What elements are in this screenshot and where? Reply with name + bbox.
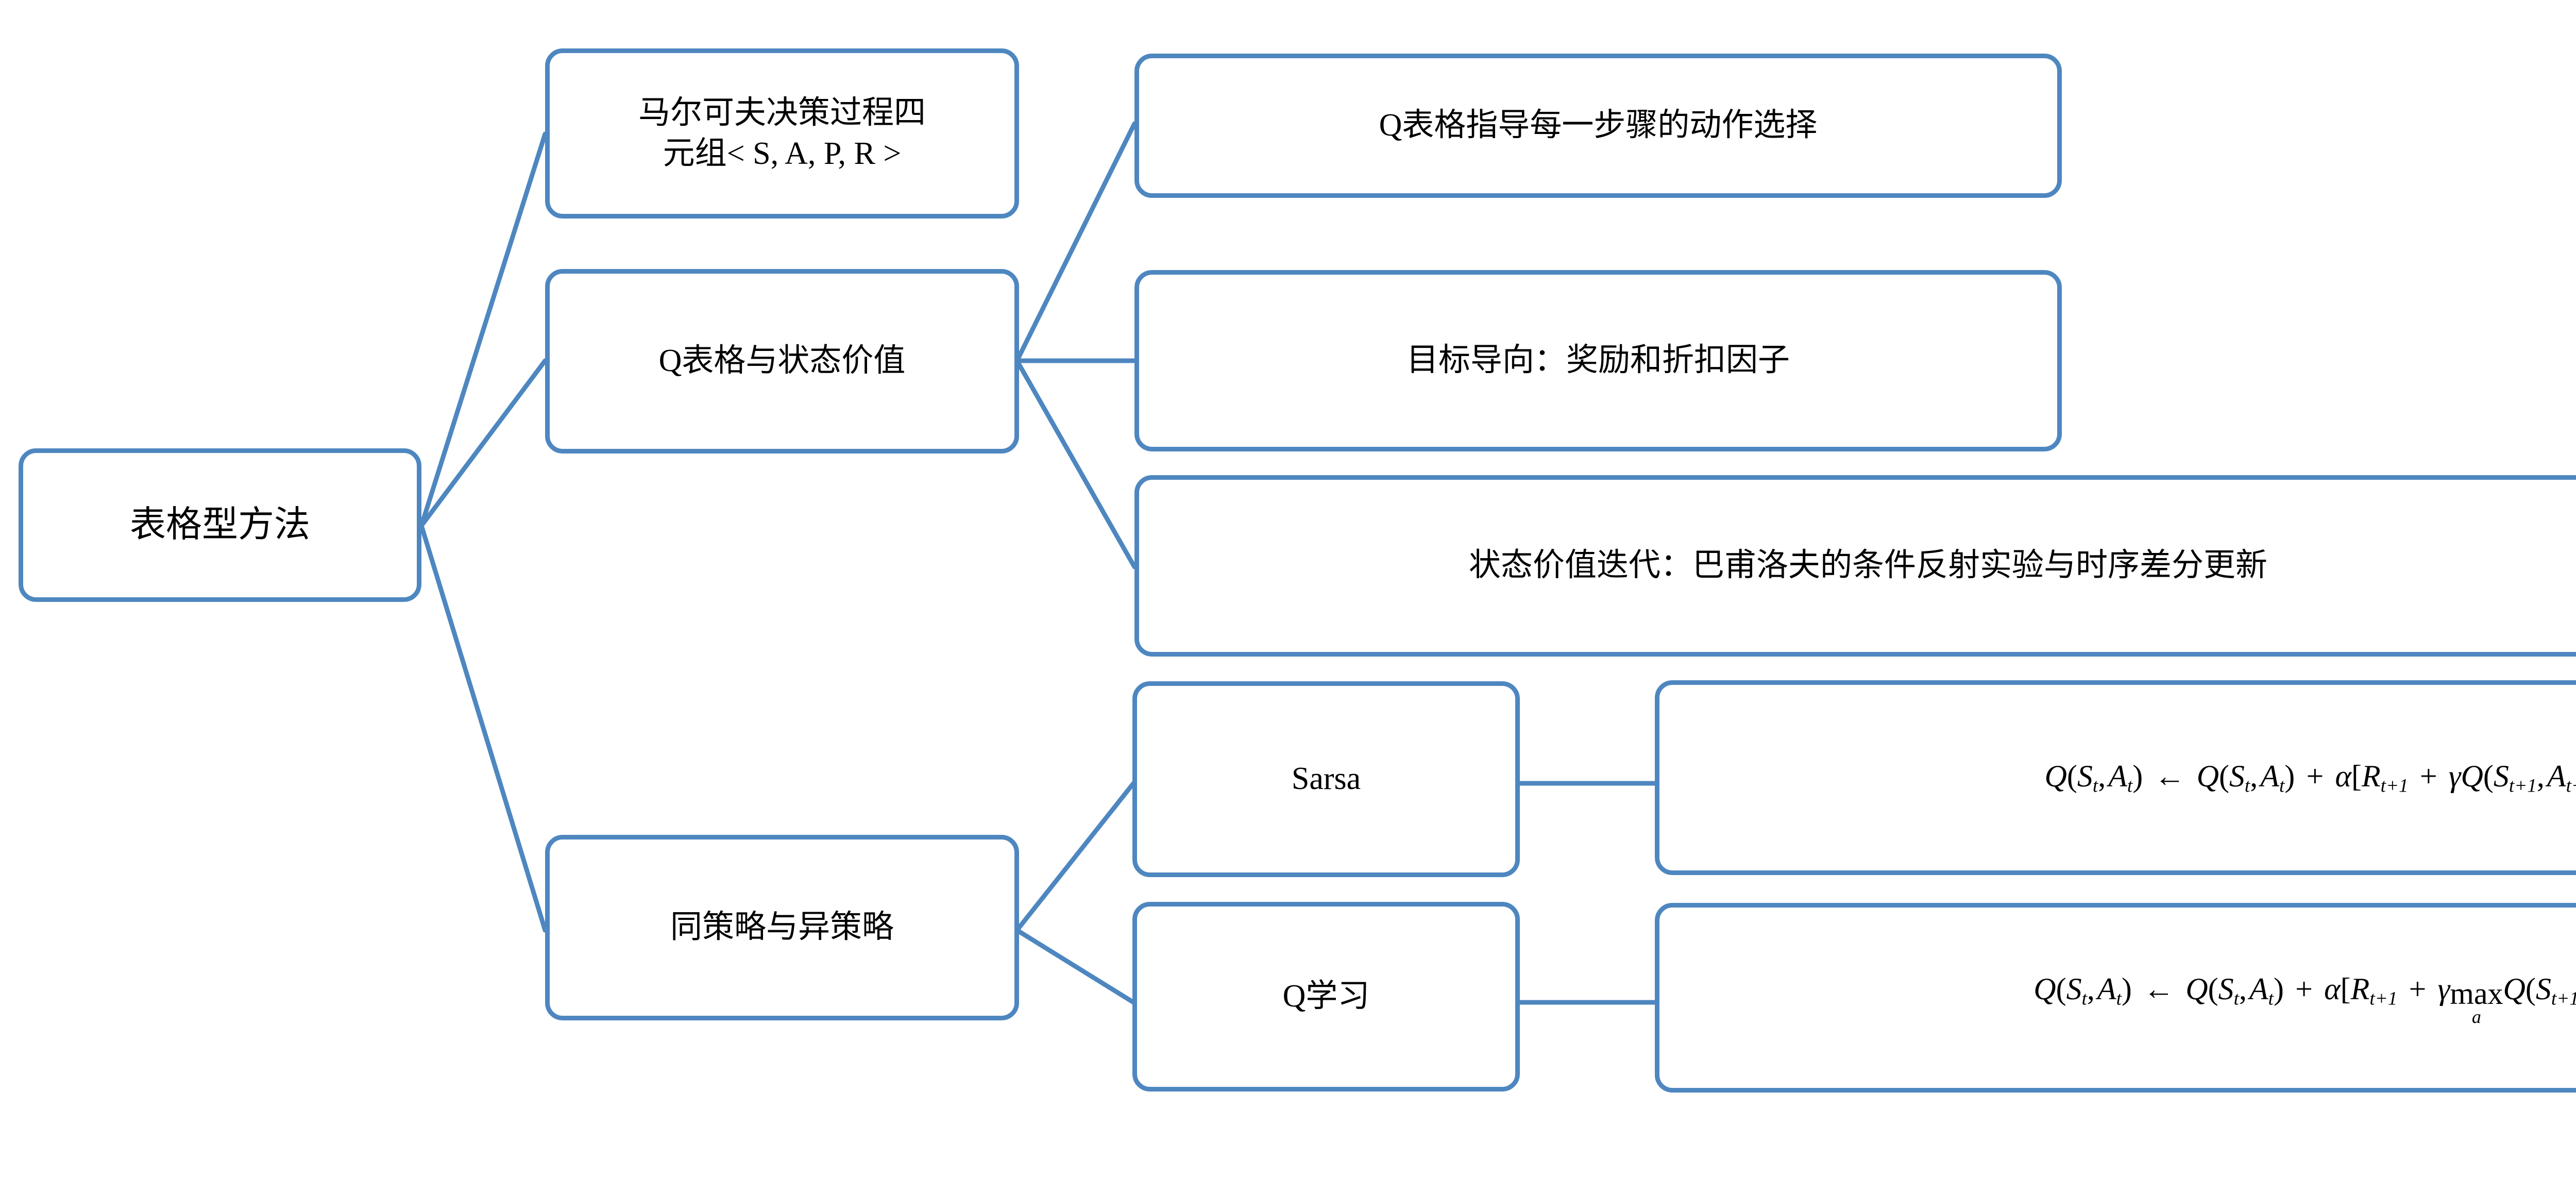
node-goal-oriented-label: 目标导向：奖励和折扣因子	[1406, 343, 1790, 378]
edge-qtable-to-n3	[1014, 358, 1137, 569]
node-q-table-guides-action-label: Q表格指导每一步骤的动作选择	[1379, 108, 1818, 143]
node-sarsa-label: Sarsa	[1291, 761, 1361, 797]
node-mdp-label-line2: 元组< S, A, P, R >	[663, 136, 902, 171]
edge-policy-to-qlearning	[1014, 928, 1136, 1005]
node-sarsa-formula[interactable]: Q(St, At) ← Q(St, At) + α[Rt+1 + γQ(St+1…	[1655, 680, 2576, 875]
node-root-label: 表格型方法	[130, 505, 310, 545]
node-state-value-iteration-label: 状态价值迭代：巴甫洛夫的条件反射实验与时序差分更新	[1468, 548, 2267, 583]
edge-qtable-to-n1	[1014, 121, 1137, 363]
node-on-off-policy-label: 同策略与异策略	[670, 910, 894, 945]
edge-root-to-policy	[419, 523, 548, 933]
edge-root-to-qtable	[419, 358, 548, 528]
node-on-off-policy[interactable]: 同策略与异策略	[545, 835, 1019, 1020]
node-q-table-state-value[interactable]: Q表格与状态价值	[545, 269, 1019, 454]
node-goal-oriented[interactable]: 目标导向：奖励和折扣因子	[1134, 270, 2062, 451]
node-sarsa[interactable]: Sarsa	[1132, 681, 1520, 877]
edge-policy-to-sarsa	[1014, 781, 1136, 933]
node-q-learning[interactable]: Q学习	[1132, 902, 1520, 1092]
edge-root-to-mdp	[419, 131, 548, 528]
node-mdp[interactable]: 马尔可夫决策过程四 元组< S, A, P, R >	[545, 48, 1019, 219]
node-state-value-iteration[interactable]: 状态价值迭代：巴甫洛夫的条件反射实验与时序差分更新	[1134, 475, 2576, 657]
node-mdp-label-line1: 马尔可夫决策过程四	[638, 95, 926, 130]
node-q-learning-label: Q学习	[1282, 979, 1370, 1014]
node-q-table-guides-action[interactable]: Q表格指导每一步骤的动作选择	[1134, 54, 2062, 198]
node-q-table-state-value-label: Q表格与状态价值	[658, 343, 906, 379]
sarsa-formula-expression: Q(St, At) ← Q(St, At) + α[Rt+1 + γQ(St+1…	[2044, 759, 2576, 797]
node-root[interactable]: 表格型方法	[19, 448, 421, 602]
